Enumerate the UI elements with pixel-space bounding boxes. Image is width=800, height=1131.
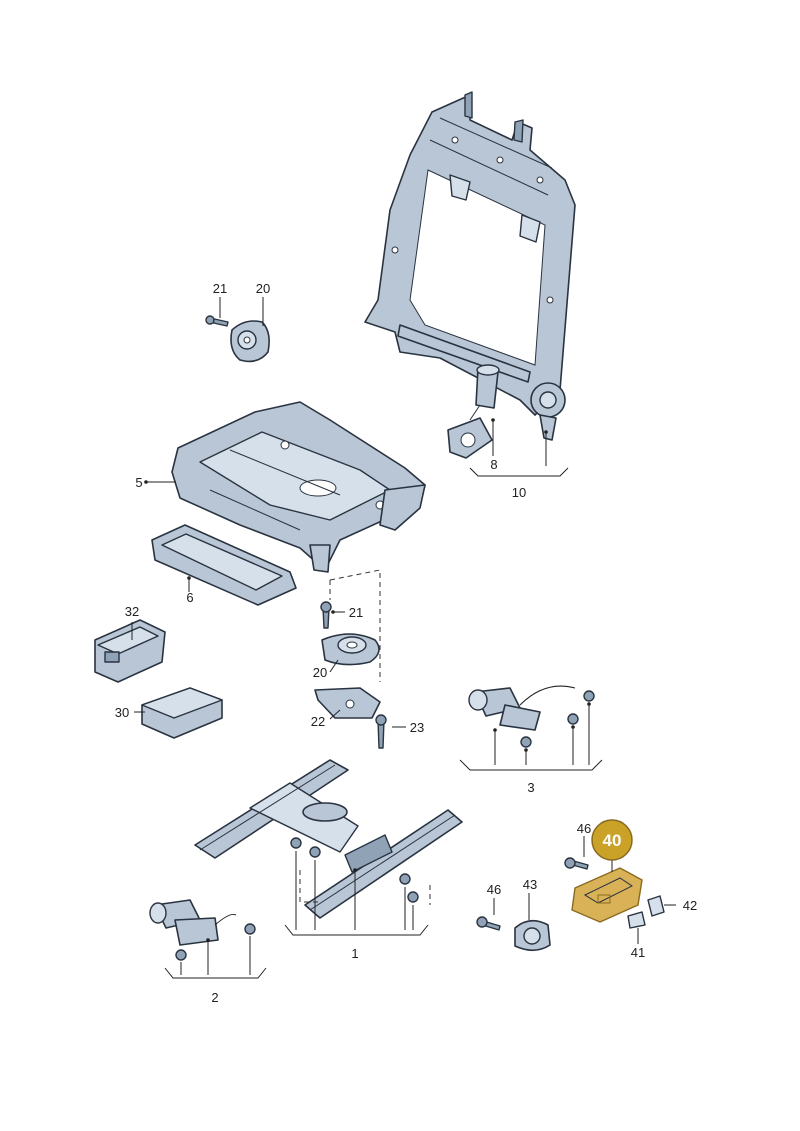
- screw-upper: [205, 315, 229, 327]
- seat-control-unit: [94, 619, 166, 683]
- motor-screws-2: [175, 923, 256, 961]
- callout-42: 42: [683, 898, 697, 913]
- height-adjust-motor: [468, 685, 576, 731]
- callout-6: 6: [186, 590, 193, 605]
- callout-5: 5: [135, 475, 142, 490]
- recliner-hinge: [530, 382, 566, 441]
- motor-screws-3: [520, 690, 595, 748]
- cap-41: [627, 911, 646, 929]
- callout-30: 30: [115, 705, 129, 720]
- cap-42: [647, 895, 665, 917]
- track-screws: [290, 837, 419, 903]
- screw-46-left: [476, 916, 501, 931]
- callout-labels: 21 20 5 6 8 10 21 20 22 23 32 30 3 1 2 4…: [115, 281, 697, 1005]
- seat-track-assembly: [194, 759, 463, 919]
- callout-46-right: 46: [577, 821, 591, 836]
- callout-43: 43: [523, 877, 537, 892]
- screw-middle: [320, 601, 332, 629]
- callout-20-middle: 20: [313, 665, 327, 680]
- callout-8: 8: [490, 457, 497, 472]
- callout-21-top: 21: [213, 281, 227, 296]
- part-40-badge: 40: [591, 819, 633, 861]
- adjuster-motor-middle: [321, 633, 380, 666]
- adjuster-motor-upper: [230, 320, 270, 363]
- bolt: [375, 714, 387, 749]
- callout-20-top: 20: [256, 281, 270, 296]
- part-40-label: 40: [603, 831, 622, 850]
- callout-32: 32: [125, 604, 139, 619]
- callout-41: 41: [631, 945, 645, 960]
- seat-switch: [514, 919, 551, 952]
- callout-23: 23: [410, 720, 424, 735]
- callout-10: 10: [512, 485, 526, 500]
- callout-2: 2: [211, 990, 218, 1005]
- recliner-motor: [447, 364, 500, 459]
- seat-pan-frame: [171, 401, 426, 573]
- highlighted-part-40: [571, 867, 643, 923]
- backrest-frame: [364, 91, 576, 416]
- callout-1: 1: [351, 946, 358, 961]
- fore-aft-motor: [149, 899, 237, 946]
- seat-cushion-plate: [151, 524, 297, 606]
- callout-22: 22: [311, 714, 325, 729]
- callout-46-left: 46: [487, 882, 501, 897]
- callout-21-middle: 21: [349, 605, 363, 620]
- seat-control-module: [141, 687, 223, 739]
- screw-46-right: [564, 857, 589, 870]
- callout-3: 3: [527, 780, 534, 795]
- mounting-bracket: [314, 687, 381, 719]
